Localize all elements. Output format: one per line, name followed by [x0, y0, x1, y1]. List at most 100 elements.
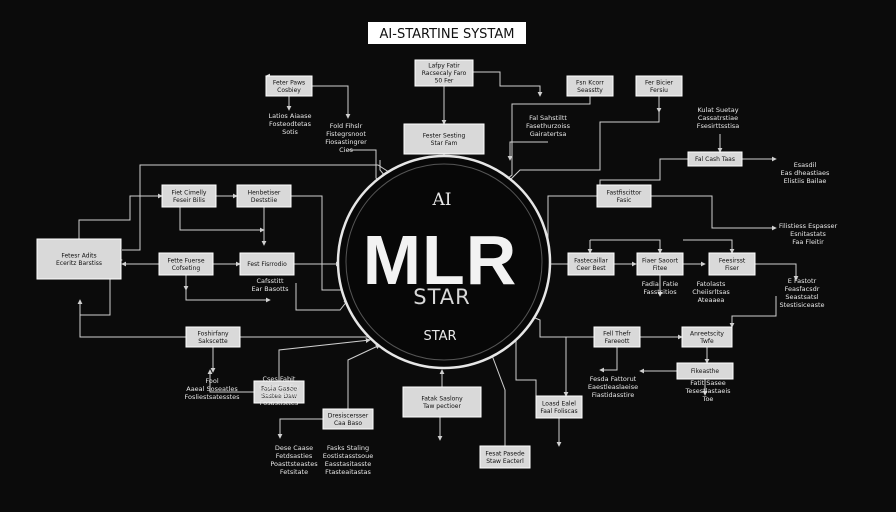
process-box-rect	[676, 362, 734, 380]
floating-label-line: Fiastidasstire	[592, 391, 635, 399]
floating-label-line: Ateaaea	[698, 296, 725, 304]
floating-label: Fasks StalingEostistasstsoueEasstasitass…	[323, 444, 374, 476]
floating-label-line: Fal Sahstiltt	[529, 114, 567, 122]
connector-arrow	[240, 329, 383, 338]
connector-arrow	[507, 141, 548, 161]
process-box-label: Henbetiser	[248, 189, 281, 196]
process-box-label: Twfe	[699, 338, 714, 345]
floating-label-line: Fasethurzoiss	[526, 122, 571, 130]
process-box-label: Fetesr Adits	[61, 252, 96, 259]
floating-label-line: Cses Fabit	[263, 375, 296, 383]
process-box-rect	[708, 252, 756, 276]
floating-label-line: Sotis	[282, 128, 298, 136]
connector-arrow	[499, 96, 660, 191]
process-box-label: Fer Bicier	[645, 79, 674, 86]
hub-ai-label: AI	[432, 190, 452, 210]
process-box-label: Fastfiscittor	[607, 189, 642, 196]
process-box-label: Fsn Kcorr	[576, 79, 605, 86]
floating-label-line: Feasfacsdr	[785, 285, 820, 293]
process-box-rect	[535, 395, 583, 419]
connector-arrow	[729, 296, 777, 328]
floating-label-line: Tesestlastaeis	[684, 387, 731, 395]
connector-lines	[77, 71, 799, 447]
floating-label-line: Cheiisrltsas	[692, 288, 730, 296]
connector-arrow	[683, 239, 735, 254]
process-box-label: Fersiu	[650, 87, 668, 94]
process-box-label: Feesirsst	[719, 257, 746, 264]
process-box-rect	[593, 326, 641, 348]
floating-label-line: Dese Caase	[275, 444, 313, 452]
process-box-label: Fester Sesting	[423, 132, 466, 139]
floating-label-line: Eas dheastiaes	[781, 169, 830, 177]
process-box-label: Fikeasthe	[691, 368, 720, 375]
floating-label-line: Latios Aiaase	[269, 112, 312, 120]
connector-arrow	[77, 299, 186, 338]
process-box-label: Racsecaly Faro	[422, 70, 467, 77]
process-box-rect	[36, 238, 122, 280]
floating-label-line: Easstasitasste	[325, 460, 371, 468]
hub-sub-label: STAR	[413, 285, 470, 309]
process-box-rect	[253, 380, 305, 404]
hub-inner-ring	[345, 163, 543, 361]
floating-label-line: Fatirsltstss	[262, 391, 297, 399]
floating-label-line: Stestisiceaste	[779, 301, 824, 309]
floating-label-line: Faa Fleitir	[792, 238, 824, 246]
floating-label-line: Esnitastats	[790, 230, 826, 238]
process-box-label: Fiser	[725, 265, 739, 272]
process-box-label: Eceritz Barstiss	[56, 260, 102, 267]
process-box-label: Fiaer Saoort	[642, 257, 679, 264]
process-box-label: Faal Foliscas	[540, 408, 577, 415]
floating-label-line: Fosastlsttes	[260, 399, 299, 407]
process-box-label: Fasia Gasee	[261, 385, 297, 392]
process-box-label: Staw Eacterl	[486, 458, 524, 465]
floating-label-line: Fiosastingrer	[325, 138, 367, 146]
process-box-rect	[596, 184, 652, 208]
process-box-label: Deststiie	[251, 197, 278, 204]
process-box-rect	[566, 75, 614, 97]
process-box-label: 50 Fer	[435, 78, 454, 85]
central-hub: AI MLR STAR STAR	[336, 154, 552, 370]
connector-arrow	[207, 369, 254, 393]
floating-label-line: Fasks Staling	[327, 444, 369, 452]
floating-label-line: Aaeal Soseatles	[186, 385, 238, 393]
process-box-rect	[236, 184, 292, 208]
connector-arrow	[489, 349, 506, 446]
hub-bottom-label: STAR	[423, 329, 456, 344]
connector-arrow	[122, 164, 396, 251]
process-box-label: Sastee Daw	[261, 393, 297, 400]
process-box-label: Fasic	[617, 197, 632, 204]
floating-label-line: Seastsatsl	[785, 293, 818, 301]
process-box-rect	[402, 386, 482, 418]
process-box-rect	[681, 326, 733, 348]
floating-label: Fesda FattorutEaestleaslaeiseFiastidasst…	[588, 375, 638, 399]
process-box-rect	[403, 123, 485, 155]
process-box-rect	[636, 252, 684, 276]
process-box-rect	[635, 75, 683, 97]
process-box-label: Fitee	[653, 265, 668, 272]
process-box: Fest Fisrrodio	[239, 252, 295, 276]
process-box-label: Fastecaillar	[574, 257, 608, 264]
